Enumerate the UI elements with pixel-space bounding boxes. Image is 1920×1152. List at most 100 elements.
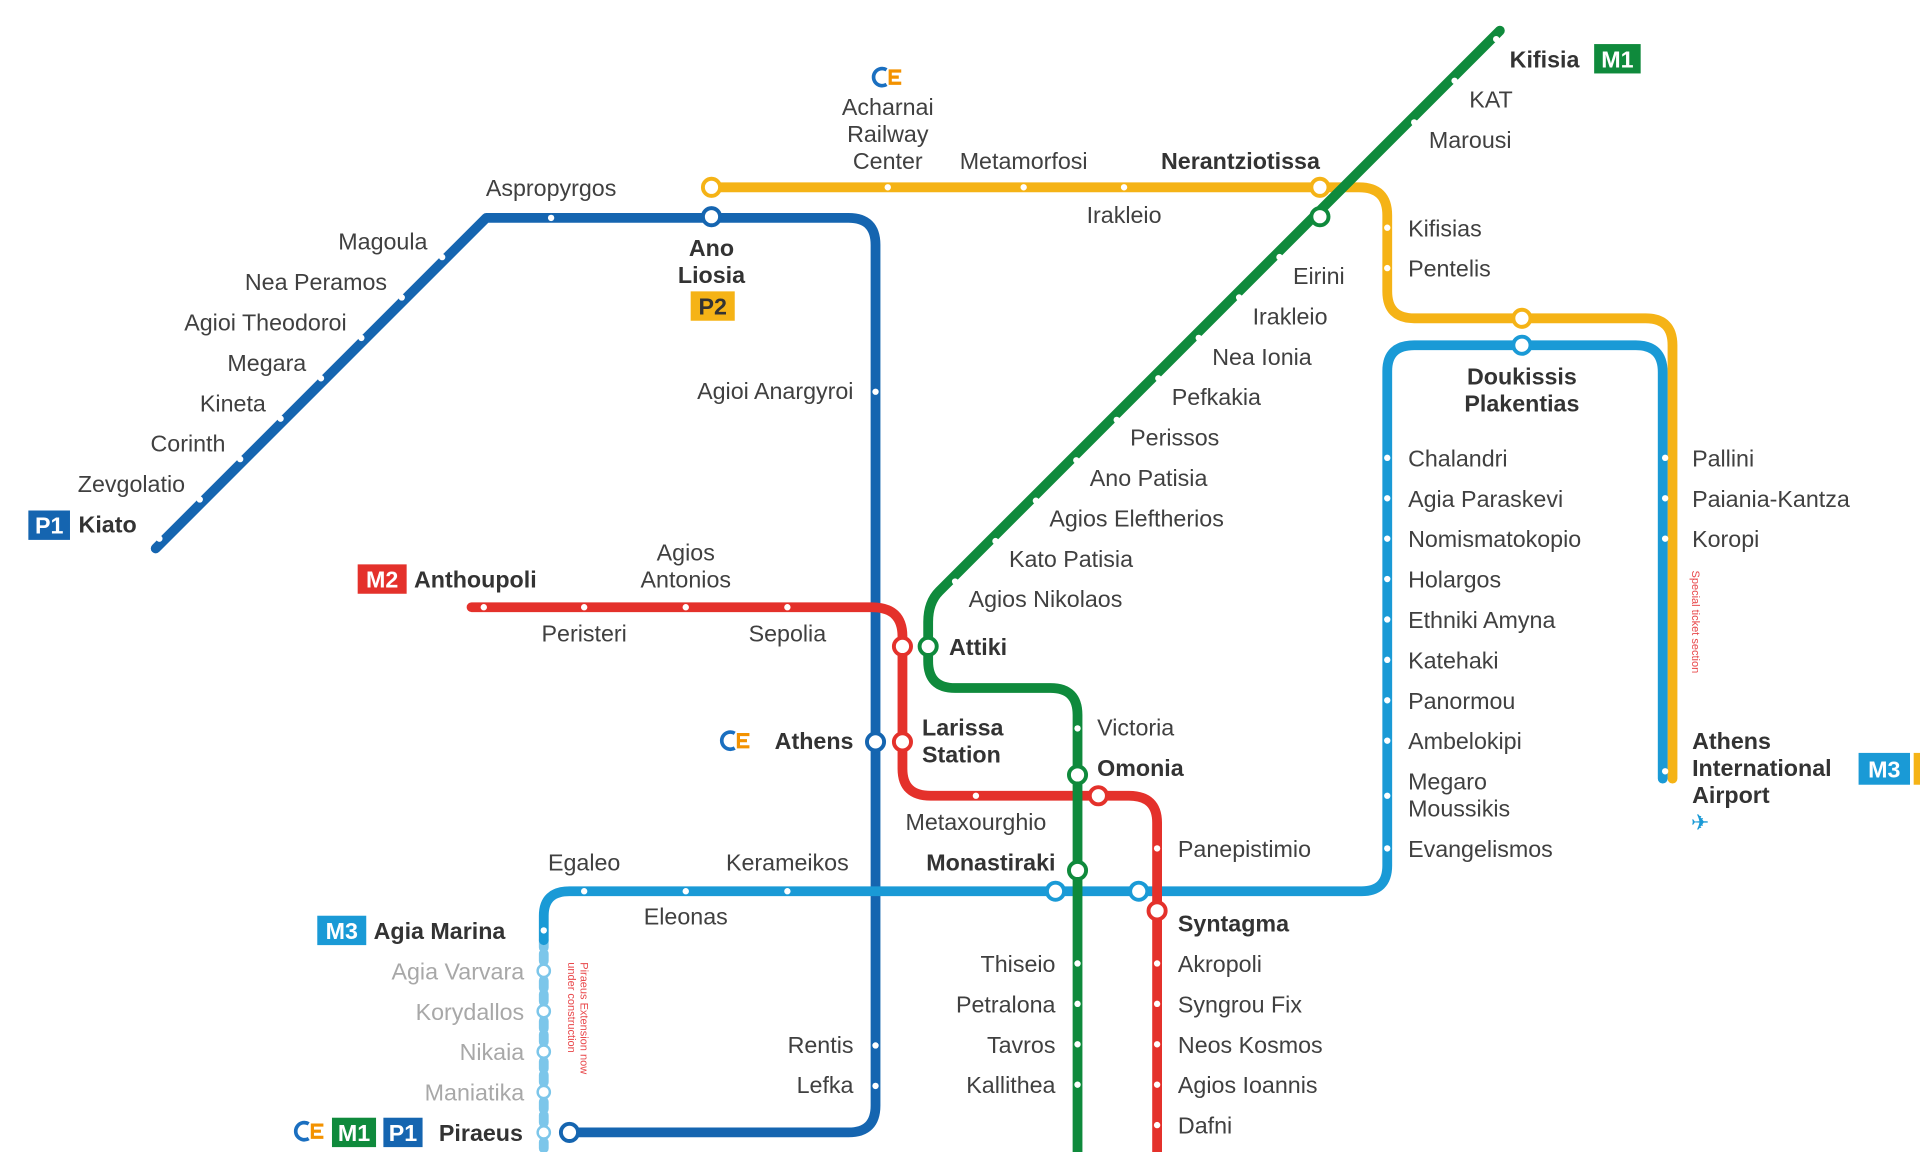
station-marker[interactable] <box>1384 656 1391 664</box>
station-marker[interactable] <box>547 214 555 222</box>
station-label[interactable]: Nea Peramos <box>245 269 387 295</box>
station-marker[interactable] <box>784 604 791 611</box>
station-marker[interactable] <box>884 184 891 191</box>
station-label[interactable]: Magoula <box>338 229 427 255</box>
station-marker[interactable] <box>1309 206 1331 228</box>
station-marker[interactable] <box>536 1044 552 1059</box>
station-marker[interactable] <box>1146 900 1168 922</box>
station-label[interactable]: Acharnai <box>842 94 934 120</box>
station-label[interactable]: Kifisias <box>1408 215 1482 241</box>
station-marker[interactable] <box>196 496 203 503</box>
station-marker[interactable] <box>540 927 547 934</box>
station-label[interactable]: Katehaki <box>1408 647 1498 673</box>
station-label[interactable]: Lefka <box>797 1072 854 1098</box>
station-marker[interactable] <box>1087 785 1109 807</box>
line-m2[interactable] <box>466 602 1162 1152</box>
station-marker[interactable] <box>1384 697 1391 704</box>
station-label[interactable]: Eirini <box>1293 263 1345 289</box>
station-marker[interactable] <box>1032 497 1040 504</box>
station-marker[interactable] <box>1511 307 1533 329</box>
station-marker[interactable] <box>536 1003 552 1019</box>
badge-m2-anthoupoli[interactable]: M2 <box>357 564 407 594</box>
station-label[interactable]: Panepistimio <box>1178 836 1311 862</box>
station-label[interactable]: Kerameikos <box>726 849 849 875</box>
station-marker[interactable] <box>1661 768 1669 775</box>
station-marker[interactable] <box>358 334 365 342</box>
station-marker[interactable] <box>872 1042 879 1049</box>
badge-p2-ano-liosia[interactable]: P2 <box>690 291 735 321</box>
station-marker[interactable] <box>1384 737 1391 744</box>
station-label[interactable]: Ambelokipi <box>1408 728 1522 754</box>
station-marker[interactable] <box>1113 416 1120 424</box>
station-marker[interactable] <box>1235 294 1243 301</box>
station-label[interactable]: Koropi <box>1692 526 1759 552</box>
station-label[interactable]: Victoria <box>1097 715 1174 741</box>
station-label[interactable]: Plakentias <box>1464 390 1579 416</box>
station-label[interactable]: Metaxourghio <box>905 809 1046 835</box>
station-marker[interactable] <box>1066 764 1089 786</box>
station-marker[interactable] <box>872 1082 879 1090</box>
station-label[interactable]: Egaleo <box>548 849 620 875</box>
badge-p1-piraeus[interactable]: P1 <box>383 1117 423 1148</box>
badge-m1-kifisia[interactable]: M1 <box>1594 44 1641 74</box>
station-label[interactable]: Zevgolatio <box>78 471 185 497</box>
station-label[interactable]: Ano Patisia <box>1090 465 1208 491</box>
station-label[interactable]: Agios Ioannis <box>1178 1072 1318 1098</box>
station-marker[interactable] <box>1020 184 1027 191</box>
station-label[interactable]: Antonios <box>641 567 731 593</box>
station-marker[interactable] <box>1511 334 1533 356</box>
station-marker[interactable] <box>1411 119 1418 126</box>
station-marker[interactable] <box>1153 845 1161 852</box>
station-label[interactable]: Station <box>922 742 1001 768</box>
station-marker[interactable] <box>682 888 689 895</box>
station-marker[interactable] <box>536 963 552 979</box>
station-label[interactable]: Korydallos <box>416 999 525 1025</box>
station-marker[interactable] <box>236 455 244 463</box>
station-marker[interactable] <box>1661 535 1669 542</box>
station-marker[interactable] <box>891 731 913 753</box>
station-label[interactable]: Omonia <box>1097 755 1185 781</box>
station-label[interactable]: Moussikis <box>1408 796 1510 822</box>
station-label[interactable]: Kallithea <box>966 1072 1055 1098</box>
station-marker[interactable] <box>1384 575 1391 583</box>
station-marker[interactable] <box>864 731 887 753</box>
station-marker[interactable] <box>1384 454 1391 462</box>
station-label[interactable]: Ano <box>689 235 734 261</box>
badge-m1-piraeus[interactable]: M1 <box>331 1117 377 1148</box>
station-label[interactable]: Panormou <box>1408 688 1515 714</box>
station-marker[interactable] <box>1153 1041 1161 1048</box>
station-label[interactable]: Sepolia <box>749 620 827 646</box>
station-marker[interactable] <box>1066 859 1089 881</box>
station-label[interactable]: Thiseio <box>981 951 1056 977</box>
station-marker[interactable] <box>1384 616 1391 623</box>
station-marker[interactable] <box>438 253 446 261</box>
station-marker[interactable] <box>1073 457 1080 464</box>
station-label[interactable]: Doukissis <box>1467 363 1577 389</box>
station-label[interactable]: Monastiraki <box>926 849 1055 875</box>
station-label[interactable]: Ethniki Amyna <box>1408 607 1555 633</box>
badge-m3-agia-marina[interactable]: M3 <box>317 915 367 946</box>
station-label[interactable]: Rentis <box>788 1032 854 1058</box>
station-marker[interactable] <box>1276 253 1283 261</box>
station-marker[interactable] <box>480 604 487 611</box>
station-label[interactable]: Kifisia <box>1510 46 1581 72</box>
station-marker[interactable] <box>1661 495 1669 502</box>
station-label[interactable]: Syntagma <box>1178 911 1290 937</box>
station-marker[interactable] <box>1384 495 1391 502</box>
station-marker[interactable] <box>1153 1121 1161 1129</box>
station-label[interactable]: Agios Nikolaos <box>969 586 1123 612</box>
station-marker[interactable] <box>1384 792 1391 799</box>
station-label[interactable]: Marousi <box>1429 127 1512 153</box>
station-marker[interactable] <box>580 604 588 611</box>
station-marker[interactable] <box>1384 535 1391 542</box>
station-label[interactable]: Anthoupoli <box>414 567 537 593</box>
station-label[interactable]: Athens <box>775 728 854 754</box>
station-label[interactable]: Athens <box>1692 728 1771 754</box>
station-marker[interactable] <box>1451 77 1458 84</box>
station-marker[interactable] <box>700 206 723 228</box>
station-marker[interactable] <box>872 388 879 395</box>
station-marker[interactable] <box>277 415 284 422</box>
station-marker[interactable] <box>1309 176 1331 198</box>
station-marker[interactable] <box>558 1121 580 1143</box>
station-marker[interactable] <box>536 1125 552 1140</box>
